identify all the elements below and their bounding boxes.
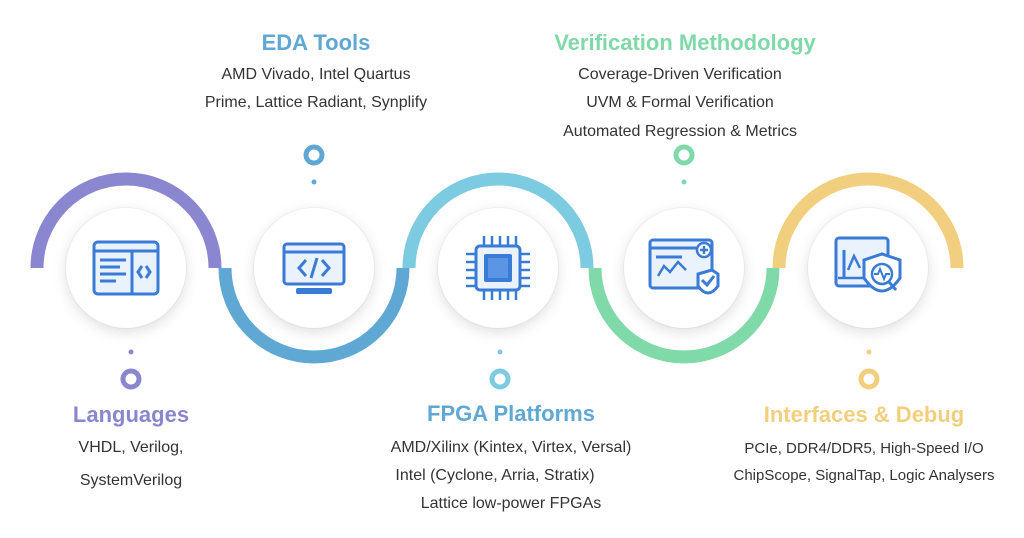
interfaces-circle	[808, 208, 928, 328]
languages-arc	[30, 172, 222, 269]
fpga-title: FPGA Platforms	[427, 401, 595, 426]
monitor-code-icon	[282, 242, 346, 294]
verification-line-1: Coverage-Driven Verification	[578, 66, 782, 83]
fpga-arc	[402, 172, 594, 269]
languages-line-1: VHDL, Verilog,	[78, 439, 184, 456]
fpga-line-2: Intel (Cyclone, Arria, Stratix)	[395, 467, 595, 484]
interfaces-line-2: ChipScope, SignalTap, Logic Analysers	[733, 467, 995, 484]
code-window-icon	[92, 240, 160, 296]
languages-title: Languages	[72, 402, 190, 427]
verification-line-3: Automated Regression & Metrics	[563, 123, 797, 140]
eda-arc	[218, 267, 410, 364]
languages-line-2: SystemVerilog	[79, 472, 183, 489]
fpga-line-3: Lattice low-power FPGAs	[420, 495, 602, 512]
eda-circle	[254, 208, 374, 328]
verified-dashboard-icon	[648, 238, 720, 295]
eda-title: EDA Tools	[261, 30, 371, 55]
verification-pin-icon	[673, 144, 695, 185]
fpga-circle	[438, 208, 558, 328]
fpga-pin-icon	[489, 349, 511, 390]
interfaces-pin-icon	[858, 349, 880, 390]
languages-pin-icon	[120, 349, 142, 390]
verification-circle	[624, 208, 744, 328]
interfaces-line-1: PCIe, DDR4/DDR5, High-Speed I/O	[744, 440, 984, 457]
debug-shield-icon	[834, 236, 902, 293]
chip-icon	[466, 236, 530, 300]
languages-circle	[66, 208, 186, 328]
fpga-line-1: AMD/Xilinx (Kintex, Virtex, Versal)	[390, 439, 632, 456]
eda-line-2: Prime, Lattice Radiant, Synplify	[204, 94, 428, 111]
eda-pin-icon	[303, 144, 325, 185]
verification-title: Verification Methodology	[554, 30, 816, 55]
verification-arc	[588, 267, 780, 364]
eda-line-1: AMD Vivado, Intel Quartus	[221, 66, 411, 83]
interfaces-title: Interfaces & Debug	[763, 402, 965, 427]
interfaces-arc	[772, 172, 964, 269]
verification-line-2: UVM & Formal Verification	[586, 94, 774, 111]
